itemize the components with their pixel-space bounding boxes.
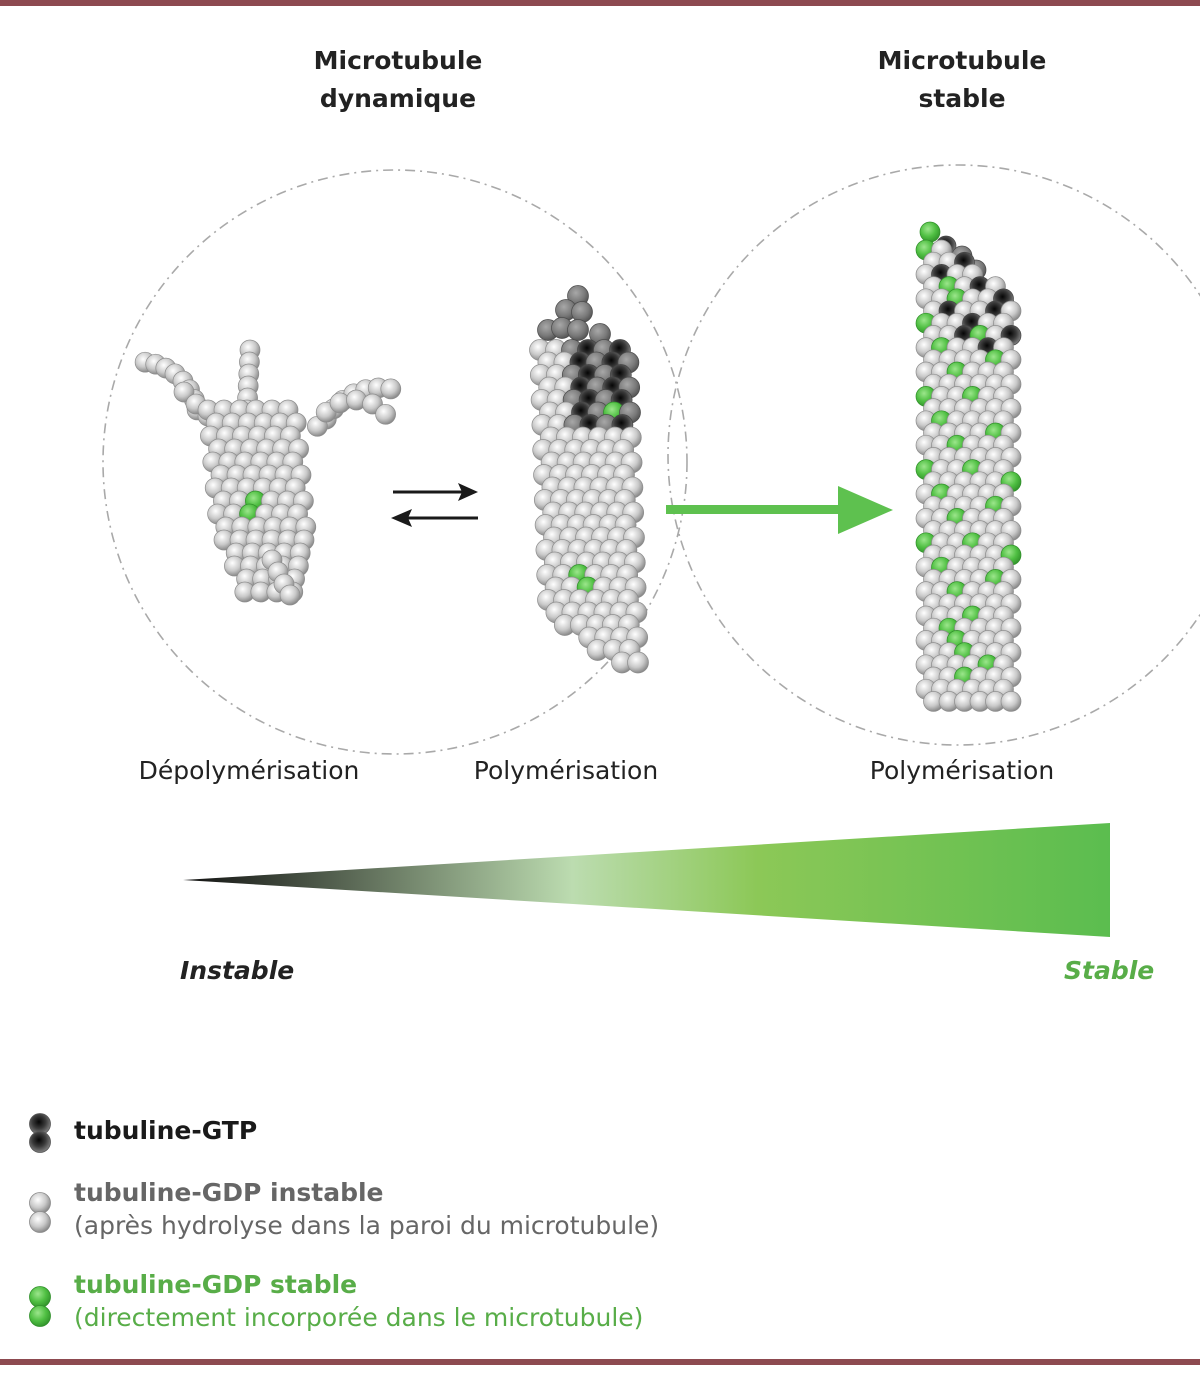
- stable-title-line-2: stable: [918, 84, 1006, 113]
- dynamic-title-line-2: dynamique: [319, 84, 477, 113]
- polymerising-dynamic-microtubule: [529, 285, 649, 674]
- legend-title-gdp-unstable: tubuline-GDP instable: [74, 1178, 384, 1207]
- dynamic-microtubule-circle: [102, 169, 688, 755]
- legend-text-gdp-stable: tubuline-GDP stable (directement incorpo…: [74, 1269, 643, 1335]
- tubulin-bead: [627, 651, 649, 674]
- forward-arrow-head: [458, 483, 478, 501]
- bottom-rule: [0, 1359, 1200, 1365]
- top-rule: [0, 0, 1200, 6]
- grey-tubulin-dimer-icon: [29, 1192, 51, 1233]
- tubulin-bead: [1000, 691, 1022, 712]
- dynamic-title-line-1: Microtubule: [313, 46, 483, 75]
- dynamic-microtubule-title: Microtubule dynamique: [248, 42, 548, 118]
- polymerising-stable-microtubule: [915, 221, 1022, 712]
- dark-tubulin-dimer-icon: [29, 1113, 51, 1153]
- polymerisation-stable-caption: Polymérisation: [869, 756, 1055, 785]
- legend-title-gdp-stable: tubuline-GDP stable: [74, 1270, 358, 1299]
- stable-title-line-1: Microtubule: [877, 46, 1047, 75]
- legend-subtitle-gdp-unstable: (après hydrolyse dans la paroi du microt…: [74, 1211, 660, 1240]
- equilibrium-arrows: [391, 483, 478, 527]
- legend-text-gdp-unstable: tubuline-GDP instable (après hydrolyse d…: [74, 1177, 659, 1243]
- tubulin-bead: [380, 378, 402, 400]
- stabilisation-arrow-head: [838, 486, 893, 534]
- tubulin-bead: [375, 403, 396, 425]
- legend-title-gtp: tubuline-GTP: [74, 1116, 258, 1145]
- stabilisation-arrow-shaft: [666, 505, 846, 514]
- stability-gradient-wedge: [183, 823, 1110, 937]
- depolymerising-microtubule: [134, 339, 402, 606]
- stable-label: Stable: [1064, 956, 1155, 985]
- stable-microtubule-title: Microtubule stable: [812, 42, 1112, 118]
- legend-subtitle-gdp-stable: (directement incorporée dans le microtub…: [74, 1303, 644, 1332]
- instable-label: Instable: [180, 956, 295, 985]
- depolymerisation-caption: Dépolymérisation: [138, 756, 360, 785]
- tubulin-bead: [571, 301, 593, 323]
- green-tubulin-dimer-icon: [29, 1286, 51, 1327]
- stabilisation-arrow: [666, 486, 893, 534]
- backward-arrow-head: [391, 509, 412, 527]
- legend-text-gtp: tubuline-GTP: [74, 1115, 257, 1147]
- tubulin-bead: [567, 319, 589, 341]
- tubulin-bead: [919, 221, 941, 243]
- polymerisation-dynamic-caption: Polymérisation: [473, 756, 659, 785]
- tubulin-bead: [279, 584, 301, 606]
- stable-microtubule-circle: [667, 164, 1200, 746]
